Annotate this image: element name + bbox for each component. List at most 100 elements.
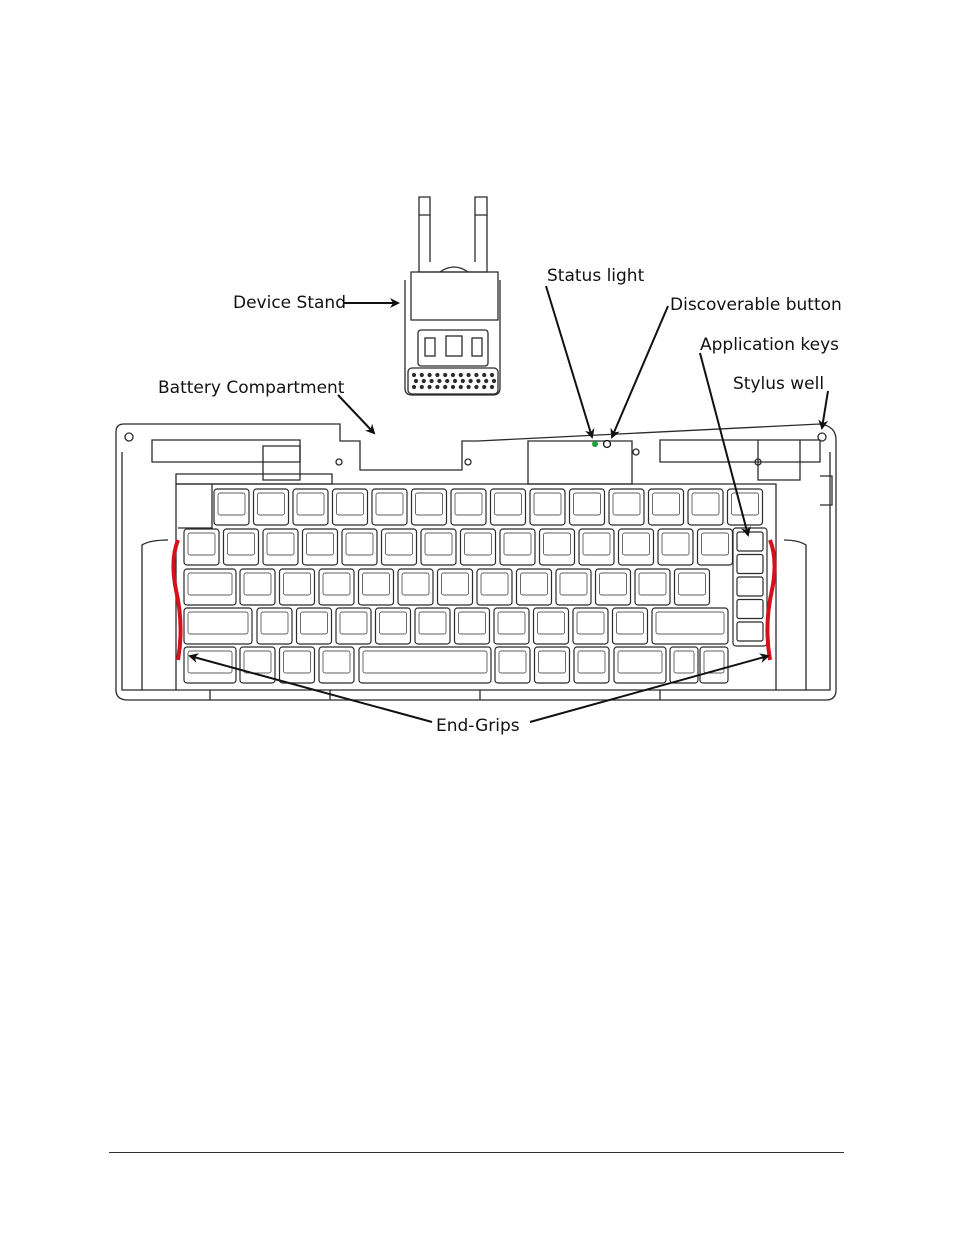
- key-cap: [599, 572, 627, 596]
- label-stylus-well: Stylus well: [733, 374, 824, 394]
- key-cap: [480, 572, 509, 596]
- leader-arrows: [188, 285, 829, 723]
- key-cap: [217, 492, 246, 516]
- key: [696, 528, 734, 566]
- key-cap: [655, 611, 725, 635]
- vent-dot: [427, 372, 432, 378]
- arrow-end-grips-left: [188, 653, 433, 723]
- vent-dot: [491, 378, 497, 384]
- key: [647, 488, 685, 526]
- application-keys-frame: [732, 527, 768, 647]
- label-device-stand: Device Stand: [233, 293, 346, 313]
- key: [594, 568, 632, 606]
- vent-dot: [443, 384, 448, 390]
- key: [555, 568, 592, 606]
- key-cap: [576, 611, 605, 635]
- key: [239, 568, 276, 606]
- vent-dot: [435, 384, 440, 390]
- key-grid: [183, 488, 764, 684]
- key: [380, 528, 418, 566]
- key-cap: [418, 611, 447, 635]
- vent-dot: [421, 378, 426, 384]
- key: [295, 607, 333, 645]
- key: [252, 488, 290, 526]
- label-application-keys: Application keys: [700, 335, 839, 355]
- application-key: [736, 531, 764, 552]
- key-cap: [187, 572, 233, 596]
- key-cap: [454, 492, 483, 516]
- key: [657, 528, 694, 566]
- discoverable-button[interactable]: [602, 439, 612, 449]
- application-key: [736, 553, 764, 575]
- key-cap: [283, 572, 311, 596]
- key: [292, 488, 329, 526]
- key-cap: [701, 532, 729, 556]
- key-cap: [612, 492, 641, 516]
- key: [573, 646, 610, 684]
- key-cap: [322, 572, 351, 596]
- device-stand-vent-dots: [411, 372, 497, 390]
- key: [183, 646, 237, 684]
- key: [341, 528, 378, 566]
- vent-dot: [458, 384, 463, 390]
- arrow-discoverable-button: [610, 305, 669, 439]
- key-cap: [243, 650, 272, 674]
- key-cap: [415, 492, 443, 516]
- vent-dot: [413, 378, 419, 384]
- key-cap: [678, 572, 706, 596]
- key: [436, 568, 474, 606]
- key-cap: [464, 532, 492, 556]
- key: [374, 607, 412, 645]
- key: [673, 568, 711, 606]
- key: [459, 528, 497, 566]
- key-cap: [691, 492, 720, 516]
- footer-rule: [109, 1152, 844, 1153]
- device-stand: [404, 196, 501, 396]
- key-cap: [543, 532, 571, 556]
- vent-dot: [460, 378, 465, 384]
- key: [568, 488, 606, 526]
- vent-dot: [468, 378, 473, 384]
- key-cap: [227, 532, 255, 556]
- vent-dot: [474, 384, 479, 390]
- key: [613, 646, 667, 684]
- key: [699, 646, 729, 684]
- arrow-battery-compartment: [337, 394, 376, 435]
- key: [669, 646, 699, 684]
- key: [533, 646, 571, 684]
- application-key: [736, 576, 764, 597]
- key: [651, 607, 729, 645]
- key-cap: [638, 572, 667, 596]
- label-end-grips: End-Grips: [436, 716, 520, 736]
- vent-dot: [484, 378, 489, 384]
- vent-dot: [450, 372, 456, 378]
- key: [726, 488, 764, 526]
- key-cap: [652, 492, 680, 516]
- key: [476, 568, 513, 606]
- key-cap: [379, 611, 407, 635]
- key-cap: [538, 650, 566, 674]
- key-cap: [582, 532, 611, 556]
- key: [493, 607, 530, 645]
- key-cap: [673, 650, 695, 674]
- vent-dot: [474, 372, 479, 378]
- key-cap: [283, 650, 311, 674]
- key-cap: [622, 532, 650, 556]
- key: [578, 528, 615, 566]
- key-cap: [559, 572, 588, 596]
- key: [222, 528, 260, 566]
- vent-dot: [489, 384, 495, 390]
- key-cap: [731, 492, 759, 516]
- key-cap: [497, 611, 526, 635]
- key-cap: [336, 492, 364, 516]
- application-key: [736, 621, 764, 642]
- key-cap: [243, 572, 272, 596]
- vent-dot: [450, 384, 456, 390]
- vent-dot: [452, 378, 458, 384]
- application-key: [736, 598, 764, 620]
- key-cap: [187, 611, 249, 635]
- arrow-stylus-well: [818, 390, 829, 430]
- key: [183, 568, 237, 606]
- vent-dot: [427, 384, 432, 390]
